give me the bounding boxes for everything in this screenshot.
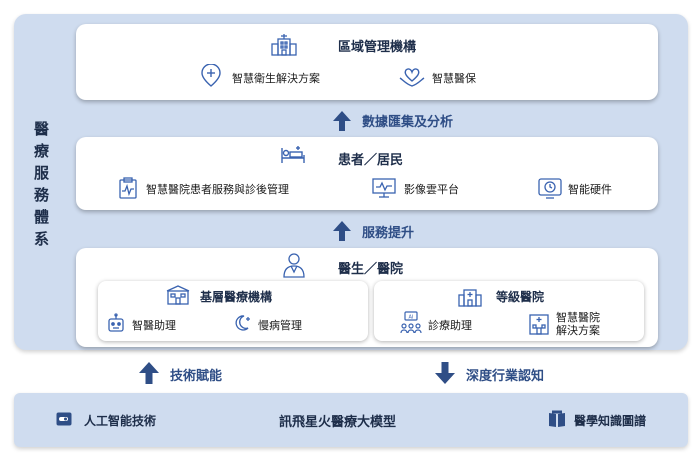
patient-title: 患者／居民	[338, 153, 404, 168]
side-label-char: 系	[33, 230, 50, 248]
smart-device-icon	[538, 178, 562, 199]
regional-title: 區域管理機構	[338, 40, 417, 55]
robot-icon	[108, 313, 124, 332]
doctor-panel: 醫生／醫院 基層醫療機構 智醫助理 慢病管理	[76, 248, 658, 347]
hospital-building-icon	[529, 314, 549, 335]
arrow-down-icon	[435, 362, 455, 384]
service-improvement-label: 服務提升	[362, 226, 415, 241]
patient-item-smart-hardware: 智能硬件	[568, 183, 612, 196]
moon-icon	[235, 315, 250, 331]
doctor-title: 醫生／醫院	[338, 262, 404, 277]
svg-text:AI: AI	[409, 315, 414, 321]
foundation-bar: 人工智能技術 訊飛星火醫療大模型 醫學知識圖譜	[14, 393, 688, 447]
side-label: 醫 療 服 務 體 系	[22, 118, 62, 250]
graded-item-diagnosis-assistant: 診療助理	[428, 319, 472, 332]
graded-item-smart-hospital: 智慧醫院 解決方案	[556, 311, 600, 337]
arrow-up-icon	[139, 362, 159, 384]
ai-technology-label: 人工智能技術	[84, 414, 157, 428]
care-hands-icon	[399, 68, 425, 87]
primary-item-chronic-management: 慢病管理	[258, 319, 302, 332]
building-icon	[271, 34, 297, 56]
primary-care-box: 基層醫療機構 智醫助理 慢病管理	[98, 281, 368, 341]
side-label-char: 服	[33, 164, 50, 182]
regional-item-smart-health: 智慧衛生解決方案	[232, 72, 320, 85]
primary-care-title: 基層醫療機構	[200, 290, 273, 304]
side-label-char: 療	[33, 142, 50, 160]
monitor-icon	[372, 178, 396, 198]
patient-item-imaging-cloud: 影像雲平台	[404, 183, 459, 196]
graded-hospital-box: 等級醫院 AI 診療助理 智慧醫院 解決方案	[374, 281, 644, 341]
industry-insight-label: 深度行業認知	[466, 369, 545, 384]
spark-medical-model-title: 訊飛星火醫療大模型	[279, 415, 397, 430]
tech-empowerment-label: 技術賦能	[170, 369, 223, 384]
ai-team-icon: AI	[400, 311, 422, 334]
toggle-switch-icon	[56, 412, 72, 426]
regional-panel: 區域管理機構 智慧衛生解決方案 智慧醫保	[76, 24, 658, 100]
regional-item-smart-insurance: 智慧醫保	[432, 72, 476, 85]
smart-hospital-line2: 解決方案	[556, 324, 600, 337]
arrow-up-icon	[333, 111, 351, 131]
arrow-up-icon	[333, 221, 351, 241]
health-shield-icon	[201, 64, 221, 87]
patient-item-service-management: 智慧醫院患者服務與診後管理	[146, 183, 289, 196]
knowledge-graph-label: 醫學知識圖譜	[574, 414, 647, 428]
side-label-char: 務	[33, 186, 50, 204]
hospital-icon	[458, 289, 482, 307]
clipboard-chart-icon	[119, 177, 137, 199]
side-label-char: 醫	[33, 120, 50, 138]
doctor-icon	[283, 253, 305, 278]
clinic-icon	[166, 285, 190, 305]
patient-panel: 患者／居民 智慧醫院患者服務與診後管理 影像雲平台 智能硬件	[76, 137, 658, 210]
smart-hospital-line1: 智慧醫院	[556, 311, 600, 324]
book-icon	[549, 410, 565, 427]
hospital-bed-icon	[281, 146, 305, 163]
primary-item-assistant: 智醫助理	[132, 319, 176, 332]
side-label-char: 體	[33, 208, 50, 226]
data-aggregation-label: 數據匯集及分析	[362, 115, 454, 130]
graded-hospital-title: 等級醫院	[496, 290, 545, 304]
